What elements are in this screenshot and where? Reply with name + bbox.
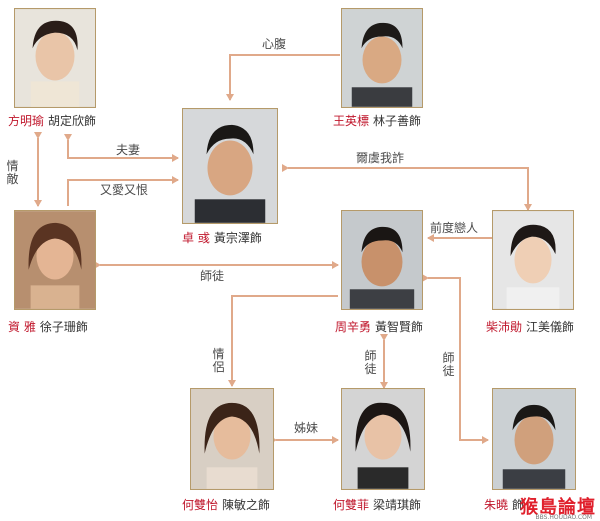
role-name: 何雙菲	[333, 498, 370, 512]
actor-name: 徐子珊飾	[39, 320, 88, 334]
actor-name: 黃智賢飾	[375, 320, 424, 334]
relation-qinglv: 情侶	[212, 347, 225, 374]
role-name: 柴沛勛	[486, 320, 523, 334]
line-fuqi	[64, 134, 179, 162]
relation-meimei: 姊妹	[294, 421, 319, 435]
relation-shitu2: 師徒	[364, 349, 377, 376]
portrait-zhuo	[182, 108, 278, 224]
portrait-zi	[14, 210, 96, 310]
relation-xinfu: 心腹	[262, 37, 287, 51]
portrait-chai	[492, 210, 574, 310]
relation-qingdi: 情敵	[6, 159, 19, 186]
caption-zhou: 周辛勇黃智賢飾	[335, 320, 423, 334]
portrait-wang	[341, 8, 423, 108]
relation-shitu3: 師徒	[442, 351, 455, 378]
portrait-hefei	[341, 388, 425, 490]
watermark-logo: 猴島論壇	[520, 497, 596, 518]
caption-heyi: 何雙怡陳敏之飾	[182, 498, 270, 512]
caption-zhuo: 卓 彧黃宗澤飾	[182, 231, 262, 245]
line-xinfu	[226, 54, 340, 101]
portrait-fang	[14, 8, 96, 108]
role-name: 朱曉	[484, 498, 509, 512]
actor-name: 黃宗澤飾	[213, 231, 262, 245]
actor-name: 飾	[512, 498, 525, 512]
line-erlv	[282, 164, 532, 211]
actor-name: 江美儀飾	[526, 320, 575, 334]
role-name: 資 雅	[8, 320, 36, 334]
role-name: 何雙怡	[182, 498, 219, 512]
line-qinglv	[228, 295, 338, 387]
actor-name: 梁靖琪飾	[373, 498, 422, 512]
caption-zi: 資 雅徐子珊飾	[8, 320, 88, 334]
caption-chai: 柴沛勛江美儀飾	[486, 320, 574, 334]
relation-erlv: 爾虞我詐	[356, 151, 405, 165]
caption-hefei: 何雙菲梁靖琪飾	[333, 498, 421, 512]
actor-name: 陳敏之飾	[222, 498, 271, 512]
caption-zhu: 朱曉飾	[484, 498, 524, 512]
relation-aihen: 又愛又恨	[100, 183, 149, 197]
portrait-heyi	[190, 388, 274, 490]
caption-wang: 王英標林子善飾	[333, 114, 421, 128]
role-name: 卓 彧	[182, 231, 210, 245]
role-name: 周辛勇	[335, 320, 372, 334]
actor-name: 胡定欣飾	[48, 114, 97, 128]
role-name: 王英標	[333, 114, 370, 128]
watermark-url: BBS.HOUDAO.COM	[535, 514, 592, 521]
relation-fuqi: 夫妻	[116, 143, 141, 157]
actor-name: 林子善飾	[373, 114, 422, 128]
caption-fang: 方明瑜胡定欣飾	[8, 114, 96, 128]
line-aihen	[67, 176, 179, 206]
relation-qiandu: 前度戀人	[430, 221, 479, 235]
role-name: 方明瑜	[8, 114, 45, 128]
relation-shitu1: 師徒	[200, 269, 225, 283]
portrait-zhou	[341, 210, 423, 310]
line-shitu3	[422, 274, 489, 444]
portrait-zhu	[492, 388, 576, 490]
